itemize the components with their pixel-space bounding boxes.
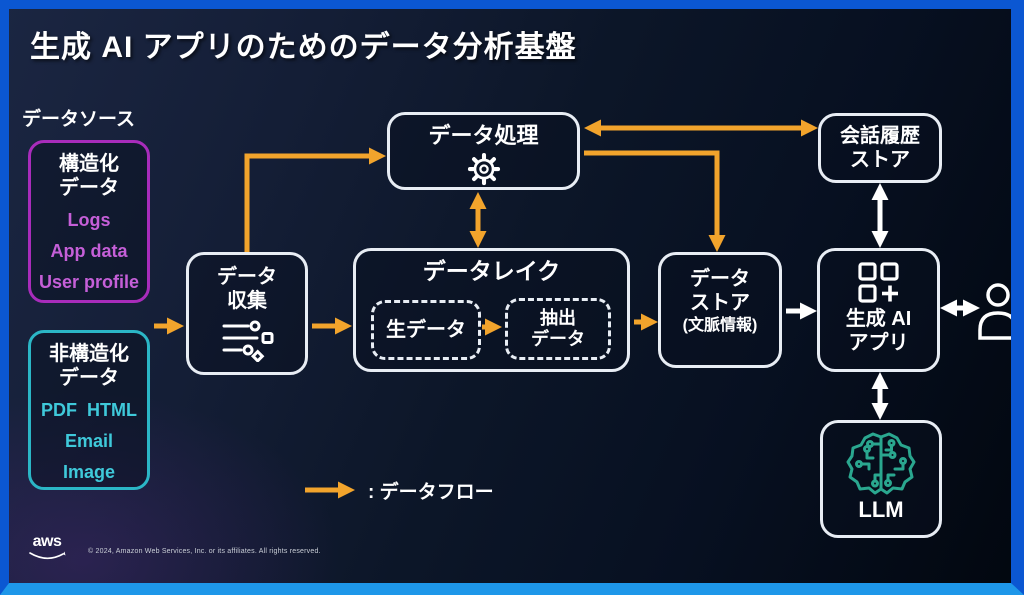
llm-node: LLM xyxy=(820,420,942,538)
data-lake-label: データレイク xyxy=(422,258,561,284)
structured-title-line2: データ xyxy=(59,177,119,200)
page-title: 生成 AI アプリのためのデータ分析基盤 xyxy=(30,31,577,64)
extracted-data-label-line1: 抽出 xyxy=(540,308,576,329)
genai-app-label-line2: アプリ xyxy=(848,332,909,355)
data-store-label-line1: データ xyxy=(690,268,750,290)
copyright-text: © 2024, Amazon Web Services, Inc. or its… xyxy=(88,548,321,555)
data-processing-label: データ処理 xyxy=(428,123,539,148)
data-store-label-line3: (文脈情報) xyxy=(682,316,758,334)
unstructured-title-line1: 非構造化 xyxy=(49,343,129,365)
data-store-label-line2: ストア xyxy=(690,292,750,315)
arrow-processing-to-datastore xyxy=(584,150,726,252)
structured-title-line1: 構造化 xyxy=(59,153,119,175)
data-sources-label: データソース xyxy=(22,109,136,130)
data-lake-node: データレイク 生データ 抽出 データ xyxy=(353,248,630,372)
genai-app-label-line1: 生成 AI xyxy=(845,308,912,330)
aws-smile-icon xyxy=(29,551,66,560)
data-store-node: データ ストア (文脈情報) xyxy=(658,252,782,368)
genai-app-node: 生成 AI アプリ xyxy=(817,248,940,372)
raw-data-box: 生データ xyxy=(371,300,481,360)
structured-item: Logs xyxy=(67,209,111,230)
arrow-collection-to-processing xyxy=(244,147,386,252)
data-processing-node: データ処理 xyxy=(387,112,580,190)
structured-item: App data xyxy=(50,240,128,261)
structured-item: User profile xyxy=(38,271,140,292)
raw-data-label: 生データ xyxy=(386,318,466,341)
unstructured-item: Image xyxy=(62,461,116,482)
chat-history-store-node: 会話履歴 ストア xyxy=(818,113,942,183)
aws-logo: aws xyxy=(27,534,67,568)
llm-label: LLM xyxy=(858,497,904,522)
chat-history-label-line2: ストア xyxy=(850,149,910,172)
unstructured-data-box: 非構造化 データ PDF HTML Email Image xyxy=(28,330,150,490)
data-stream-icon xyxy=(222,320,274,362)
brain-circuit-icon xyxy=(846,432,916,495)
structured-data-box: 構造化 データ Logs App data User profile xyxy=(28,140,150,303)
extracted-data-box: 抽出 データ xyxy=(505,298,611,360)
app-modules-icon xyxy=(857,262,899,303)
gear-icon xyxy=(467,152,500,185)
data-collection-label-line2: 収集 xyxy=(227,290,267,313)
unstructured-title-line2: データ xyxy=(59,367,119,390)
unstructured-item: Email xyxy=(64,430,114,451)
aws-logo-text: aws xyxy=(32,533,62,550)
legend-label: : データフロー xyxy=(368,482,494,503)
user-icon xyxy=(978,283,1018,340)
unstructured-item: PDF HTML xyxy=(41,399,137,420)
data-collection-node: データ 収集 xyxy=(186,252,308,375)
data-collection-label-line1: データ xyxy=(217,266,277,288)
extracted-data-label-line2: データ xyxy=(531,329,585,349)
chat-history-label-line1: 会話履歴 xyxy=(840,125,920,147)
